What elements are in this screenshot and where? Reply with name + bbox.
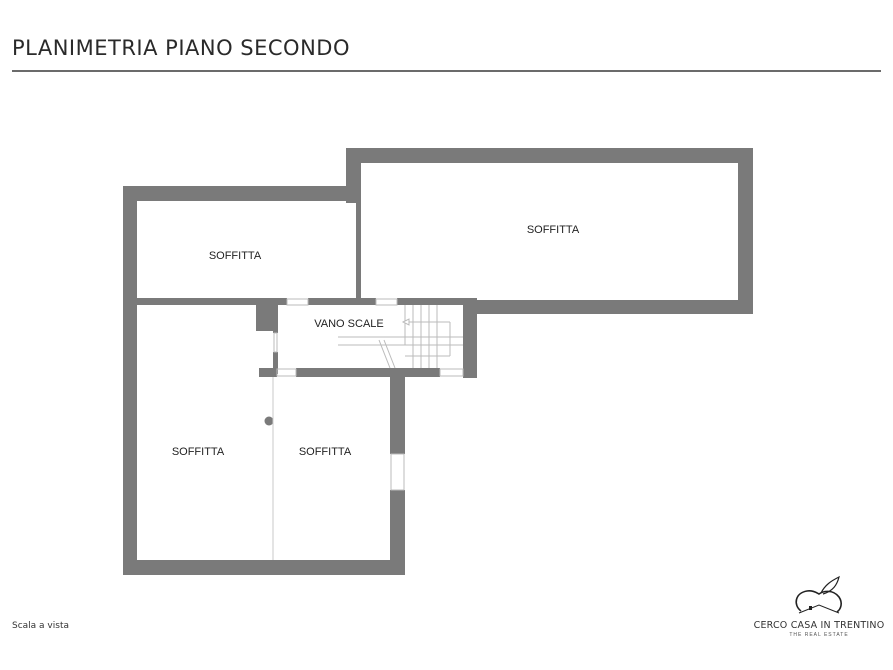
room-label-vano-scale: VANO SCALE xyxy=(314,318,384,330)
scale-note: Scala a vista xyxy=(12,621,69,631)
openings xyxy=(272,298,464,560)
brand-logo: CERCO CASA IN TRENTINO THE REAL ESTATE xyxy=(752,575,886,638)
room-label-soffitta-top-right: SOFFITTA xyxy=(527,224,580,236)
walls xyxy=(123,148,753,575)
title-divider xyxy=(12,70,881,72)
logo-tagline: THE REAL ESTATE xyxy=(789,632,849,638)
apple-house-logo-icon xyxy=(795,575,842,614)
room-label-soffitta-bottom-right: SOFFITTA xyxy=(299,446,352,458)
room-label-soffitta-top-left: SOFFITTA xyxy=(209,250,262,262)
page-title: PLANIMETRIA PIANO SECONDO xyxy=(12,36,350,60)
room-label-soffitta-bottom-left: SOFFITTA xyxy=(172,446,225,458)
logo-name: CERCO CASA IN TRENTINO xyxy=(753,620,885,631)
